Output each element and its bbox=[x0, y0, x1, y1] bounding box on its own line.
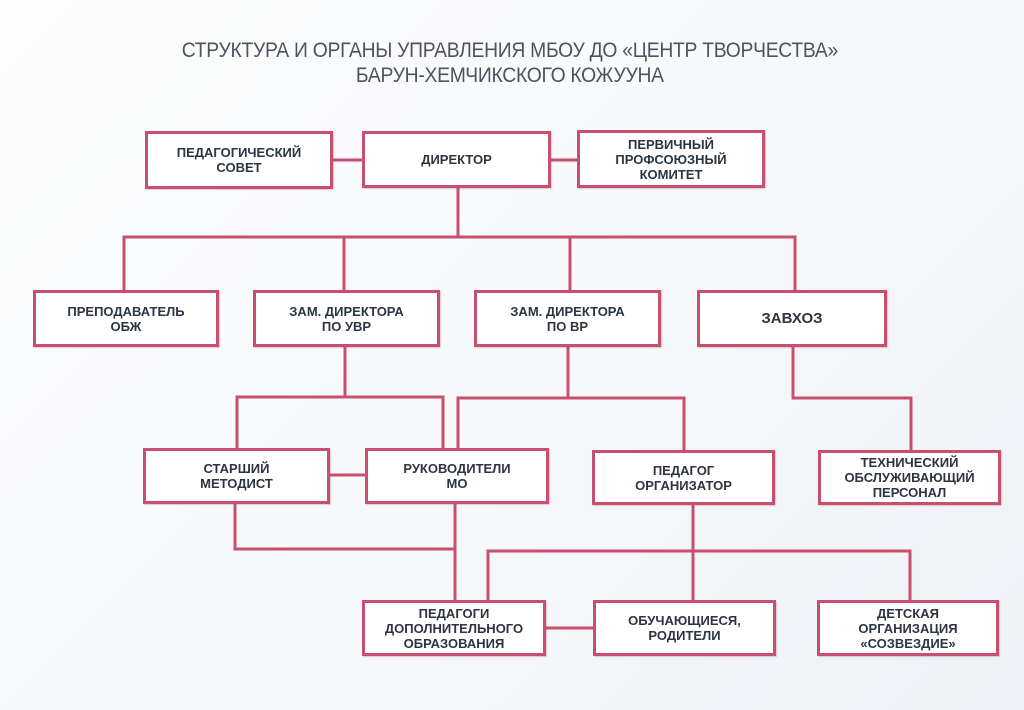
node-label: ПЕДАГОГИЧЕСКИЙ СОВЕТ bbox=[176, 145, 302, 175]
node-label: ОБУЧАЮЩИЕСЯ, РОДИТЕЛИ bbox=[628, 613, 741, 643]
node-obzh-teacher: ПРЕПОДАВАТЕЛЬ ОБЖ bbox=[33, 290, 219, 347]
node-label: ДИРЕКТОР bbox=[421, 152, 492, 167]
node-deputy-vr: ЗАМ. ДИРЕКТОРА ПО ВР bbox=[474, 290, 661, 347]
node-pedagogue-organizer: ПЕДАГОГ ОРГАНИЗАТОР bbox=[592, 450, 775, 505]
title-line-2: БАРУН-ХЕМЧИКСКОГО КОЖУУНА bbox=[355, 64, 664, 87]
connector-zamuvr-branch bbox=[235, 395, 445, 452]
node-deputy-uvr: ЗАМ. ДИРЕКТОРА ПО УВР bbox=[253, 290, 440, 347]
node-senior-methodist: СТАРШИЙ МЕТОДИСТ bbox=[143, 448, 330, 504]
node-label: СТАРШИЙ МЕТОДИСТ bbox=[200, 461, 273, 491]
title-line-1: СТРУКТУРА И ОРГАНЫ УПРАВЛЕНИЯ МБОУ ДО «Ц… bbox=[181, 39, 838, 62]
node-students-parents: ОБУЧАЮЩИЕСЯ, РОДИТЕЛИ bbox=[593, 600, 776, 656]
node-children-organization: ДЕТСКАЯ ОРГАНИЗАЦИЯ «СОЗВЕЗДИЕ» bbox=[817, 600, 999, 656]
node-technical-staff: ТЕХНИЧЕСКИЙ ОБСЛУЖИВАЮЩИЙ ПЕРСОНАЛ bbox=[818, 450, 1001, 505]
node-supply-manager: ЗАВХОЗ bbox=[697, 290, 887, 347]
node-label: ЗАМ. ДИРЕКТОРА ПО УВР bbox=[289, 303, 404, 334]
node-label: ДЕТСКАЯ ОРГАНИЗАЦИЯ «СОЗВЕЗДИЕ» bbox=[858, 605, 958, 651]
node-label: РУКОВОДИТЕЛИ МО bbox=[403, 461, 511, 491]
node-label: ЗАМ. ДИРЕКТОРА ПО ВР bbox=[510, 303, 625, 334]
node-label: ПЕДАГОГИ ДОПОЛНИТЕЛЬНОГО ОБРАЗОВАНИЯ bbox=[384, 605, 524, 651]
node-mo-heads: РУКОВОДИТЕЛИ МО bbox=[365, 448, 549, 504]
node-director: ДИРЕКТОР bbox=[362, 131, 551, 188]
node-pedagogical-council: ПЕДАГОГИЧЕСКИЙ СОВЕТ bbox=[145, 131, 333, 189]
node-trade-union-committee: ПЕРВИЧНЫЙ ПРОФСОЮЗНЫЙ КОМИТЕТ bbox=[577, 130, 765, 188]
connector-zavhoz-tech bbox=[791, 343, 913, 454]
connector-metodist-pedop bbox=[233, 500, 457, 551]
node-label: ПЕДАГОГ ОРГАНИЗАТОР bbox=[635, 462, 732, 493]
node-label: ЗАВХОЗ bbox=[761, 310, 823, 327]
node-label: ПРЕПОДАВАТЕЛЬ ОБЖ bbox=[67, 303, 185, 334]
connector-bus-level2 bbox=[122, 235, 797, 294]
connector-zamvr-branch bbox=[456, 396, 686, 452]
node-label: ТЕХНИЧЕСКИЙ ОБСЛУЖИВАЮЩИЙ ПЕРСОНАЛ bbox=[844, 455, 975, 500]
node-additional-education-teachers: ПЕДАГОГИ ДОПОЛНИТЕЛЬНОГО ОБРАЗОВАНИЯ bbox=[362, 600, 546, 656]
connector-bus-level4 bbox=[486, 549, 912, 604]
node-label: ПЕРВИЧНЫЙ ПРОФСОЮЗНЫЙ КОМИТЕТ bbox=[615, 136, 727, 182]
chart-title: СТРУКТУРА И ОРГАНЫ УПРАВЛЕНИЯ МБОУ ДО «Ц… bbox=[39, 38, 981, 88]
